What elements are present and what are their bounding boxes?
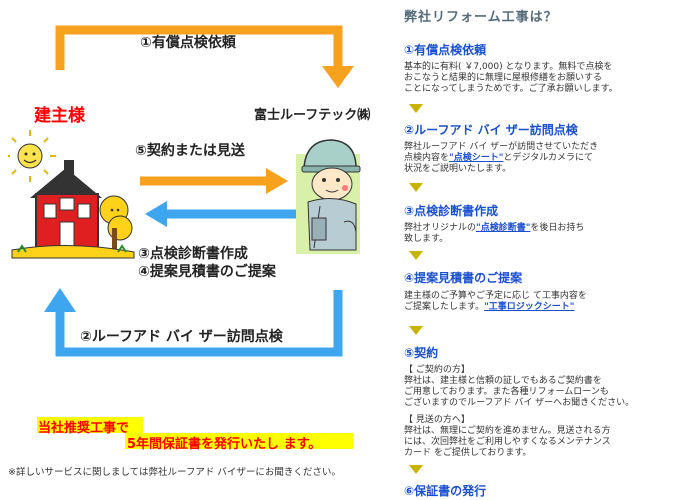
- step-3-body: 弊社オリジナルの"点検診断書"を後日お持ち 致します。: [404, 223, 585, 244]
- inspection-sheet-link[interactable]: "点検シート": [449, 153, 504, 163]
- step-4-heading: ④提案見積書のご提案: [404, 271, 523, 285]
- step-1-body: 基本的に有料( ￥7,000) となります。無料で点検を おこなうと結果的に無理…: [404, 62, 618, 94]
- step-2-heading: ②ルーフアド バイ ザー訪問点検: [404, 123, 578, 137]
- contract-arrow-head: [266, 168, 288, 194]
- promo-highlight-2: [125, 433, 353, 449]
- step-4-body: 建主様のご予算やご予定に応じ て工事内容を ご提案したします。"工事ロジックシー…: [404, 291, 587, 312]
- step-3-heading: ③点検診断書作成: [404, 204, 499, 218]
- company-label: 富士ルーフテック㈱: [254, 108, 371, 123]
- bottom-arrow: [55, 290, 343, 357]
- step-2-body: 弊社ルーフアド バイ ザーが訪問させていただき 点検内容を"点検シート"とデジタ…: [404, 142, 599, 174]
- report-label-2: ④提案見積書のご提案: [138, 264, 276, 280]
- step-marker-icon: [409, 183, 423, 192]
- step-6-heading: ⑥保証書の発行: [404, 484, 487, 498]
- step-marker-icon: [409, 465, 423, 474]
- visit-label: ②ルーフアド バイ ザー訪問点検: [80, 329, 283, 345]
- arrow-top-label: ①有償点検依頼: [140, 35, 236, 51]
- bottom-arrow-head: [44, 288, 76, 312]
- worker-icon: [301, 139, 361, 251]
- panel-title: 弊社リフォーム工事は？: [404, 10, 558, 25]
- step-5-heading: ⑤契約: [404, 346, 439, 360]
- house-illustration: [8, 130, 135, 259]
- promo-highlight-1: [37, 417, 143, 433]
- contract-label: ⑤契約または見送: [135, 143, 245, 159]
- diagnosis-report-link[interactable]: "点検診断書": [476, 223, 531, 233]
- report-label-1: ③点検診断書作成: [138, 246, 248, 262]
- footnote: ※詳しいサービスに関しましては弊社ルーフアド バイザーにお聞きください。: [8, 467, 341, 478]
- top-arrow-head: [322, 66, 354, 88]
- promo-line-2: 5年間保証書を発行いたし ます。: [127, 437, 322, 452]
- work-logic-sheet-link[interactable]: "工事ロジックシート": [484, 302, 575, 312]
- step-marker-icon: [409, 251, 423, 260]
- top-arrow: [55, 25, 343, 70]
- tree-icon: [99, 195, 133, 252]
- report-arrow-head: [145, 201, 167, 227]
- owner-label: 建主様: [34, 106, 85, 126]
- flow-arrows: [44, 25, 354, 357]
- sun-icon: [8, 130, 56, 182]
- step-marker-icon: [409, 326, 423, 335]
- promo-line-1: 当社推奨工事で: [38, 421, 130, 436]
- step-1-heading: ①有償点検依頼: [404, 43, 487, 57]
- worker-illustration: [296, 139, 361, 254]
- step-marker-icon: [409, 104, 423, 113]
- house-icon: [30, 160, 102, 249]
- step-5-body: 【 ご契約の方】 弊社は、建主様と信頼の証しでもあるご契約書を ご用意しておりま…: [404, 365, 635, 458]
